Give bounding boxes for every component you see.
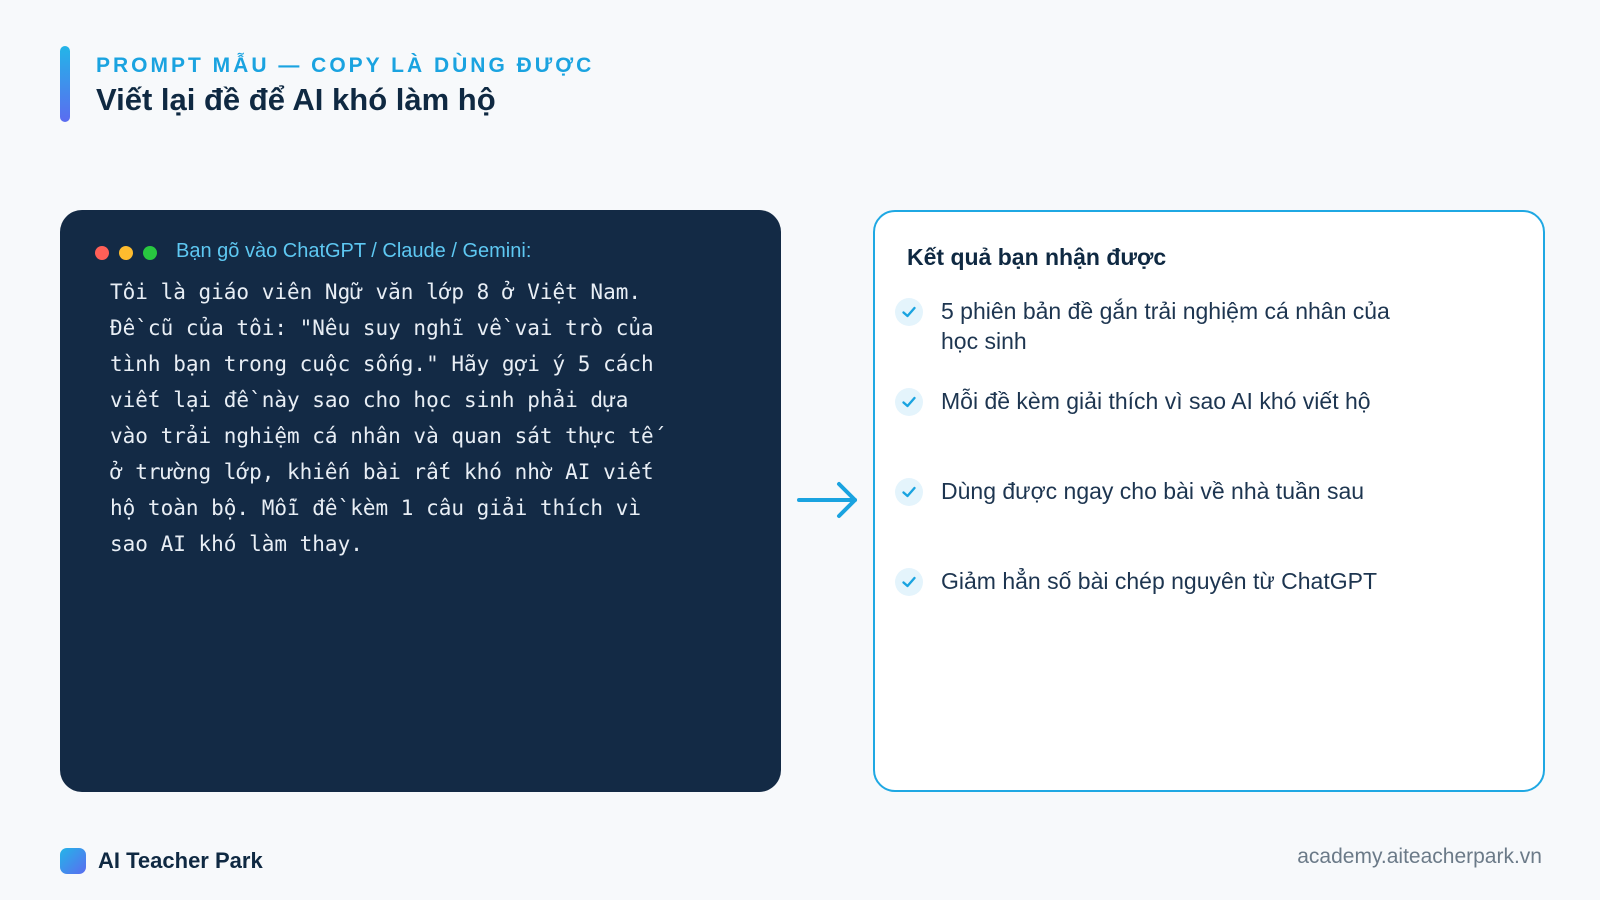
- result-item-text: Dùng được ngay cho bài về nhà tuần sau: [941, 478, 1365, 504]
- check-icon: [895, 478, 923, 506]
- prompt-text[interactable]: Tôi là giáo viên Ngữ văn lớp 8 ở Việt Na…: [110, 280, 654, 556]
- check-icon: [895, 388, 923, 416]
- window-controls: [95, 246, 157, 260]
- brand-logo-icon: [60, 848, 86, 874]
- header-eyebrow: PROMPT MẪU — COPY LÀ DÙNG ĐƯỢC: [96, 54, 595, 77]
- header-accent-bar: [60, 46, 70, 122]
- prompt-card: Bạn gõ vào ChatGPT / Claude / Gemini: Tô…: [60, 210, 781, 792]
- result-item: Giảm hẳn số bài chép nguyên từ ChatGPT: [895, 566, 1411, 596]
- result-title: Kết quả bạn nhận được: [907, 244, 1167, 270]
- result-item-text: Mỗi đề kèm giải thích vì sao AI khó viết…: [941, 388, 1371, 414]
- footer-brand: AI Teacher Park: [60, 848, 263, 874]
- result-card: Kết quả bạn nhận được 5 phiên bản đề gắn…: [873, 210, 1545, 792]
- arrow-right-icon: [797, 482, 857, 518]
- result-item-text: Giảm hẳn số bài chép nguyên từ ChatGPT: [941, 568, 1378, 594]
- footer-url[interactable]: academy.aiteacherpark.vn: [1297, 845, 1542, 868]
- result-item: Mỗi đề kèm giải thích vì sao AI khó viết…: [895, 386, 1411, 416]
- page-title: Viết lại đề để AI khó làm hộ: [96, 82, 496, 117]
- check-icon: [895, 298, 923, 326]
- brand-name: AI Teacher Park: [98, 848, 263, 873]
- minimize-dot-icon: [119, 246, 133, 260]
- result-item-text: 5 phiên bản đề gắn trải nghiệm cá nhân c…: [941, 298, 1390, 354]
- close-dot-icon: [95, 246, 109, 260]
- result-item: 5 phiên bản đề gắn trải nghiệm cá nhân c…: [895, 296, 1411, 356]
- prompt-label: Bạn gõ vào ChatGPT / Claude / Gemini:: [176, 240, 532, 262]
- check-icon: [895, 568, 923, 596]
- maximize-dot-icon: [143, 246, 157, 260]
- result-item: Dùng được ngay cho bài về nhà tuần sau: [895, 476, 1411, 506]
